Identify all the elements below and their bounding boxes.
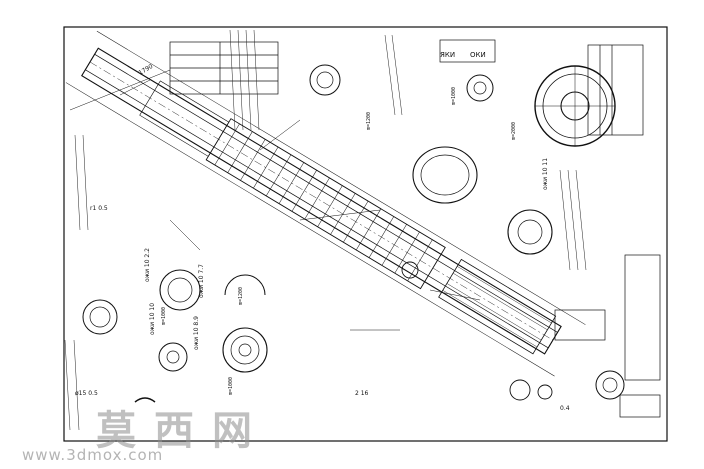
label-t4: 2 16 — [355, 390, 369, 397]
watermark-brand: 莫西网 — [96, 407, 270, 454]
label-wc4: ожи 10 8.9 — [193, 316, 200, 350]
label-wc1: ожи 10 7.7 — [198, 264, 205, 298]
label-t6: m=1200 — [238, 287, 244, 305]
sheet-border — [63, 26, 668, 442]
annotation-hatching — [64, 29, 587, 431]
label-t11: m=1000 — [451, 87, 457, 105]
label-t10: m=1000 — [161, 307, 167, 325]
label-sc1: ЯКИ — [440, 51, 455, 59]
label-wc3: ожи 10 10 — [149, 303, 156, 335]
label-t1: 1790 — [138, 63, 155, 77]
barrel-assembly — [65, 30, 586, 401]
label-t9: m=1200 — [366, 112, 372, 130]
label-t2: r1 0.5 — [90, 205, 108, 212]
label-t5: 0.4 — [560, 405, 570, 412]
label-t3: ø15 0.5 — [75, 390, 98, 397]
watermark-site: www.3dmox.com — [22, 446, 164, 464]
section-views — [82, 64, 625, 403]
label-t7: m=1000 — [228, 377, 234, 395]
drawing-labels: ЯКИ ОКИ ожи 10 7.7 ожи 10 2.2 ожи 10 10 … — [75, 51, 570, 412]
label-sc2: ОКИ — [470, 51, 486, 59]
title-tables — [169, 39, 661, 418]
label-wc5: ожи 10 11 — [542, 158, 549, 190]
label-wc2: ожи 10 2.2 — [144, 248, 151, 282]
label-t8: m=2000 — [511, 122, 517, 140]
